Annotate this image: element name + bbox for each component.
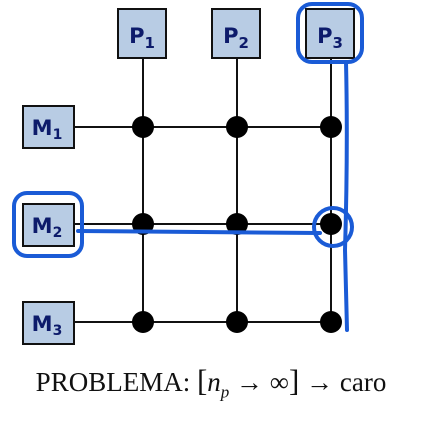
crosspoint-switches xyxy=(132,116,342,333)
switch-m3-p3 xyxy=(320,311,342,333)
svg-text:P2: P2 xyxy=(223,24,249,52)
svg-text:M1: M1 xyxy=(32,116,63,143)
highlight-path-m2-row xyxy=(76,229,322,235)
svg-text:P3: P3 xyxy=(317,24,343,52)
switch-m1-p1 xyxy=(132,116,154,138)
caption-right-bracket: ] xyxy=(289,363,300,398)
memory-box-3: M3 xyxy=(22,301,75,345)
processor-box-1: P1 xyxy=(117,8,167,59)
highlight-circle-switch-m2-p3 xyxy=(312,206,354,248)
switch-m1-p3 xyxy=(320,116,342,138)
switch-m3-p1 xyxy=(132,311,154,333)
processor-box-3: P3 xyxy=(305,8,355,59)
highlight-annotations xyxy=(12,2,364,332)
caption-prefix: PROBLEMA: xyxy=(35,367,191,397)
highlight-circle-m2 xyxy=(12,191,84,258)
caption-variable-subscript: p xyxy=(220,382,230,402)
switch-m2-p2 xyxy=(226,213,248,235)
memory-box-1: M1 xyxy=(22,105,75,149)
processor-box-2: P2 xyxy=(211,8,261,59)
crossbar-diagram: P1 P2 P3 M1 M2 M3 xyxy=(12,2,364,345)
switch-m3-p2 xyxy=(226,311,248,333)
svg-text:M3: M3 xyxy=(32,312,63,339)
svg-text:M2: M2 xyxy=(32,214,63,241)
switch-m2-p3 xyxy=(320,213,342,235)
caption-infinity: ∞ xyxy=(269,367,290,397)
highlight-circle-p3 xyxy=(296,2,364,64)
caption-result: caro xyxy=(339,367,387,397)
memory-box-2: M2 xyxy=(22,203,75,247)
problem-caption: PROBLEMA: [np → ∞] → caro xyxy=(0,363,422,402)
highlight-path-p3-column xyxy=(343,60,349,332)
caption-outer-arrow: → xyxy=(306,367,334,397)
caption-variable: n xyxy=(207,367,221,397)
caption-inner-arrow: → xyxy=(236,367,264,397)
caption-left-bracket: [ xyxy=(196,363,208,398)
switch-m1-p2 xyxy=(226,116,248,138)
svg-text:P1: P1 xyxy=(129,24,155,52)
